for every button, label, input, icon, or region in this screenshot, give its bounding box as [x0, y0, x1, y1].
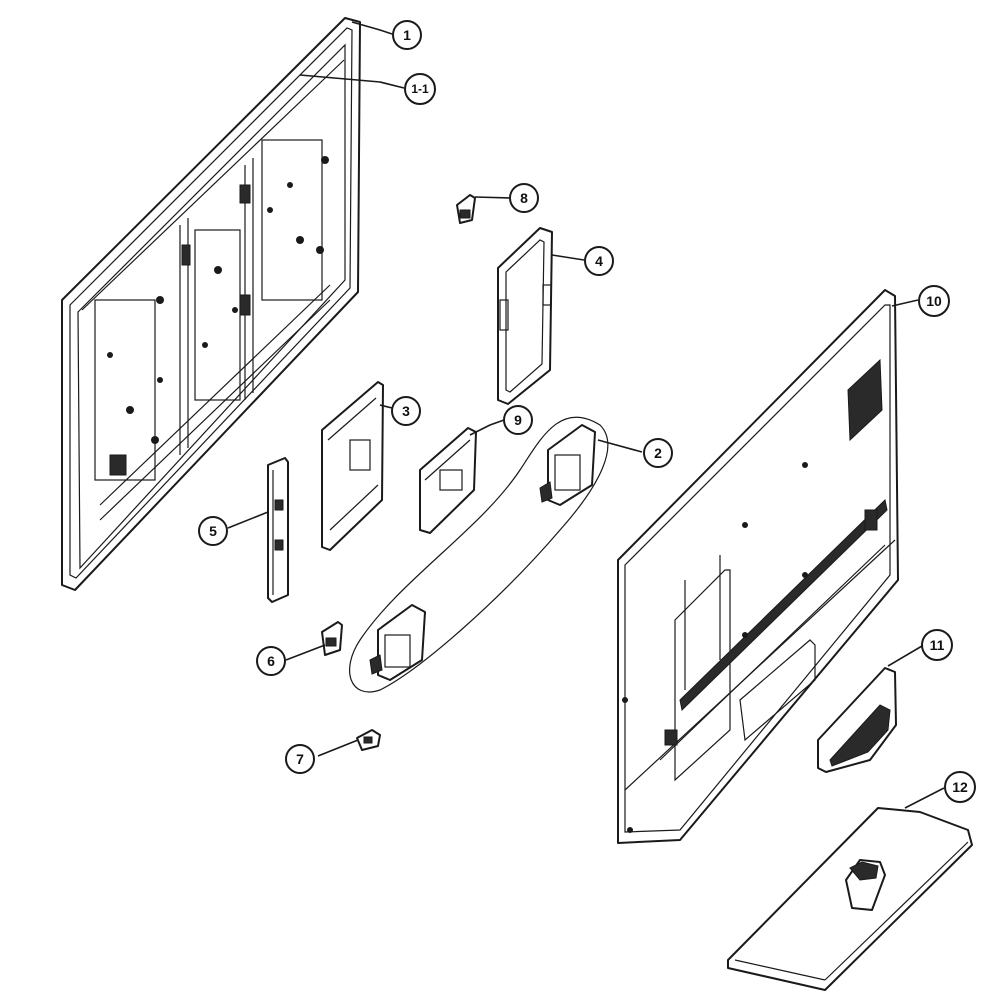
- callout-2-label: 2: [654, 445, 662, 461]
- callout-8: 8: [509, 183, 539, 213]
- part-12-stand-base: [727, 807, 973, 991]
- part-3-main-board: [321, 381, 384, 551]
- callout-3: 3: [391, 396, 421, 426]
- callout-11: 11: [921, 629, 953, 661]
- part-11-stand-bracket: [817, 667, 897, 773]
- callout-7: 7: [285, 744, 315, 774]
- part-7-connector: [356, 729, 381, 751]
- part-8-small-board: [456, 194, 476, 224]
- callout-12-label: 12: [952, 779, 968, 795]
- callout-2: 2: [643, 438, 673, 468]
- part-4-power-board: [497, 227, 553, 405]
- part-6-ir-sensor: [321, 621, 343, 656]
- callout-9: 9: [503, 405, 533, 435]
- callout-4: 4: [584, 246, 614, 276]
- leader-lines: [227, 21, 945, 809]
- callout-1-1-label: 1-1: [411, 82, 429, 96]
- callout-10: 10: [918, 285, 950, 317]
- callout-8-label: 8: [520, 190, 528, 206]
- callout-3-label: 3: [402, 403, 410, 419]
- callout-1-label: 1: [403, 27, 411, 43]
- callout-11-label: 11: [930, 637, 945, 653]
- callout-7-label: 7: [296, 751, 304, 767]
- callout-6: 6: [256, 646, 286, 676]
- callout-1: 1: [392, 20, 422, 50]
- callout-5: 5: [198, 516, 228, 546]
- callout-12: 12: [944, 771, 976, 803]
- callout-6-label: 6: [267, 653, 275, 669]
- part-5-control-bracket: [267, 457, 289, 603]
- part-9-tcon-board: [419, 427, 477, 534]
- callout-5-label: 5: [209, 523, 217, 539]
- callout-4-label: 4: [595, 253, 603, 269]
- callout-9-label: 9: [514, 412, 522, 428]
- callout-1-1: 1-1: [404, 73, 436, 105]
- part-2-speaker-set: [349, 416, 609, 693]
- part-1-front-frame: [61, 17, 361, 591]
- part-10-back-cover: [617, 289, 899, 844]
- callout-10-label: 10: [926, 293, 942, 309]
